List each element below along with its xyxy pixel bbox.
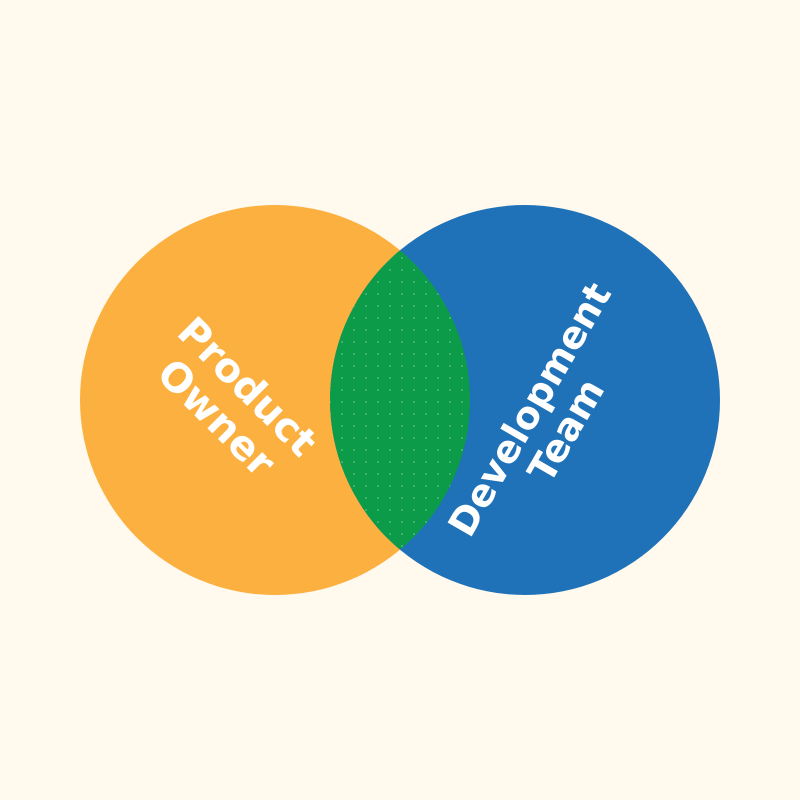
intersection-region bbox=[330, 205, 470, 595]
intersection-dot-pattern bbox=[330, 205, 470, 595]
